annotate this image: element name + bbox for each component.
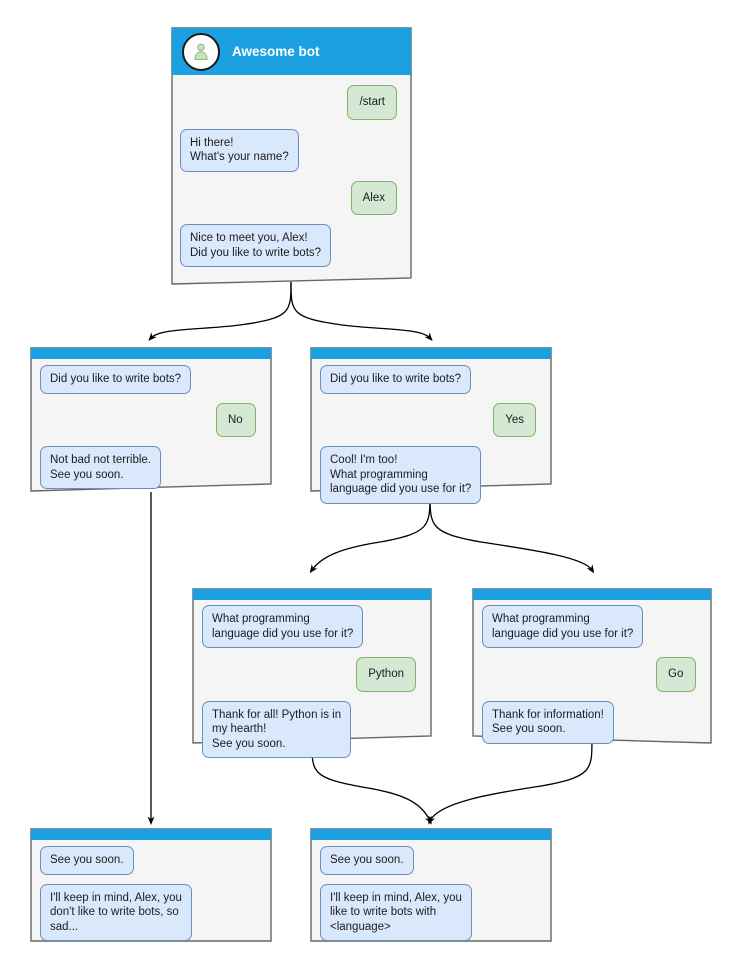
person-glyph — [194, 43, 208, 60]
edge-root-to-no — [148, 281, 292, 341]
bot-message-bubble[interactable]: What programming language did you use fo… — [482, 605, 644, 648]
chat-area-yes-branch: Did you like to write bots? Yes Cool! I'… — [310, 359, 552, 504]
bot-message-bubble[interactable]: Cool! I'm too! What programming language… — [320, 446, 482, 504]
bot-message-bubble[interactable]: Thank for all! Python is in my hearth! S… — [202, 700, 352, 758]
message-row: /start — [180, 85, 403, 120]
message-row: What programming language did you use fo… — [482, 605, 702, 648]
user-message-bubble[interactable]: Alex — [350, 180, 397, 215]
bot-name-label: Awesome bot — [232, 44, 320, 59]
message-row: Nice to meet you, Alex! Did you like to … — [180, 224, 403, 267]
bot-message-bubble[interactable]: Nice to meet you, Alex! Did you like to … — [180, 224, 332, 267]
message-row: Thank for information! See you soon. — [482, 700, 702, 744]
card-header-root: Awesome bot — [172, 28, 411, 75]
dialog-card-root[interactable]: Awesome bot /start Hi there! What's your… — [170, 26, 413, 286]
message-row: Hi there! What's your name? — [180, 128, 403, 172]
card-header-bar — [311, 348, 551, 359]
bot-message-bubble[interactable]: I'll keep in mind, Alex, you don't like … — [40, 883, 192, 941]
bot-message-bubble[interactable]: Thank for information! See you soon. — [482, 700, 614, 744]
bot-message-bubble[interactable]: See you soon. — [320, 846, 414, 875]
message-row: Thank for all! Python is in my hearth! S… — [202, 700, 422, 758]
message-row: Yes — [320, 402, 542, 437]
card-header-bar — [193, 589, 431, 600]
message-row: Python — [202, 657, 422, 692]
user-message-bubble[interactable]: Yes — [493, 402, 536, 437]
dialog-card-python-branch[interactable]: What programming language did you use fo… — [192, 588, 432, 758]
message-row: Did you like to write bots? — [320, 365, 542, 394]
user-message-bubble[interactable]: /start — [347, 85, 397, 120]
chat-area-python-branch: What programming language did you use fo… — [192, 600, 432, 758]
card-header-bar — [31, 348, 271, 359]
card-header-bar — [473, 589, 711, 600]
edge-root-to-yes — [290, 281, 433, 341]
user-message-bubble[interactable]: Go — [656, 657, 696, 692]
bot-message-bubble[interactable]: I'll keep in mind, Alex, you like to wri… — [320, 883, 472, 941]
message-row: See you soon. — [40, 846, 262, 875]
chat-area-go-branch: What programming language did you use fo… — [472, 600, 712, 744]
message-row: I'll keep in mind, Alex, you don't like … — [40, 883, 262, 941]
message-row: Not bad not terrible. See you soon. — [40, 446, 262, 489]
message-row: Did you like to write bots? — [40, 365, 262, 394]
bot-message-bubble[interactable]: Hi there! What's your name? — [180, 128, 299, 172]
message-row: Cool! I'm too! What programming language… — [320, 446, 542, 504]
user-message-bubble[interactable]: Python — [356, 657, 416, 692]
dialog-card-end-sad[interactable]: See you soon. I'll keep in mind, Alex, y… — [30, 828, 272, 942]
message-row: What programming language did you use fo… — [202, 605, 422, 648]
bot-message-bubble[interactable]: Did you like to write bots? — [320, 365, 472, 394]
message-row: See you soon. — [320, 846, 542, 875]
dialog-card-end-happy[interactable]: See you soon. I'll keep in mind, Alex, y… — [310, 828, 552, 942]
user-avatar-icon — [182, 32, 220, 71]
bot-message-bubble[interactable]: Not bad not terrible. See you soon. — [40, 446, 162, 489]
dialog-card-go-branch[interactable]: What programming language did you use fo… — [472, 588, 712, 744]
bot-message-bubble[interactable]: Did you like to write bots? — [40, 365, 192, 394]
chat-area-no-branch: Did you like to write bots? No Not bad n… — [30, 359, 272, 489]
card-header-bar — [31, 829, 271, 840]
bot-message-bubble[interactable]: See you soon. — [40, 846, 134, 875]
message-row: Alex — [180, 180, 403, 215]
chat-area-root: /start Hi there! What's your name? Alex … — [170, 75, 413, 267]
message-row: No — [40, 402, 262, 437]
dialog-card-yes-branch[interactable]: Did you like to write bots? Yes Cool! I'… — [310, 347, 552, 504]
card-header-bar — [311, 829, 551, 840]
message-row: I'll keep in mind, Alex, you like to wri… — [320, 883, 542, 941]
user-message-bubble[interactable]: No — [216, 402, 256, 437]
dialog-card-no-branch[interactable]: Did you like to write bots? No Not bad n… — [30, 347, 272, 492]
chat-area-end-happy: See you soon. I'll keep in mind, Alex, y… — [310, 840, 552, 941]
message-row: Go — [482, 657, 702, 692]
bot-message-bubble[interactable]: What programming language did you use fo… — [202, 605, 364, 648]
chat-area-end-sad: See you soon. I'll keep in mind, Alex, y… — [30, 840, 272, 941]
